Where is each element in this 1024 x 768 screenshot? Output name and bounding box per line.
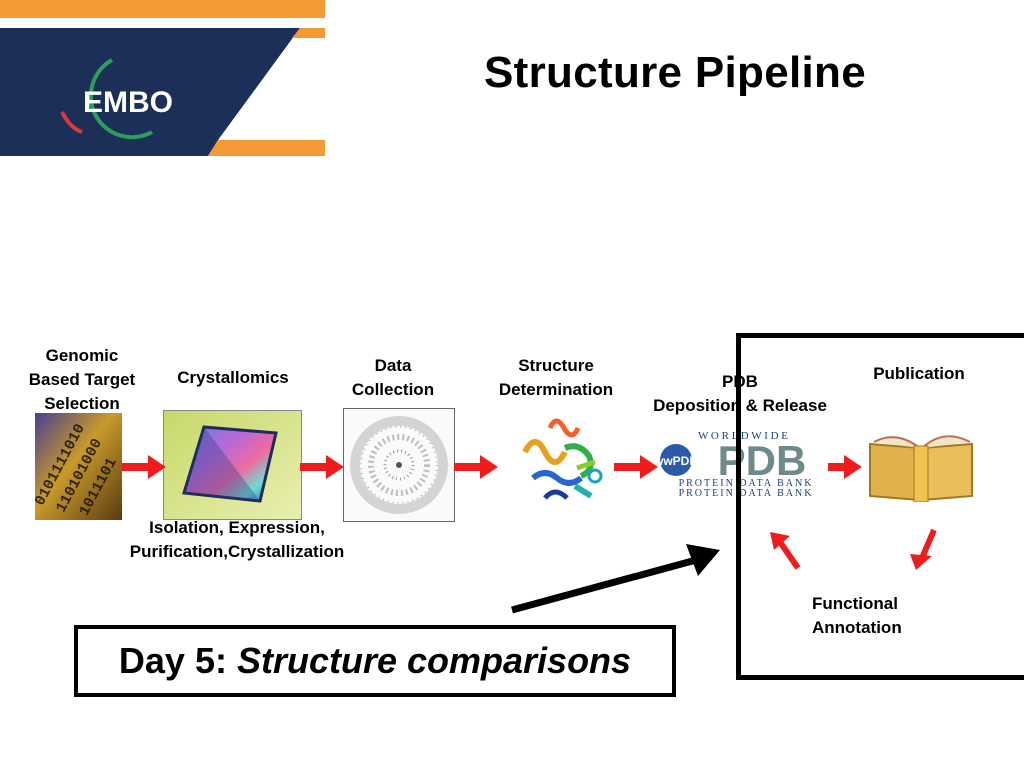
logo-navy-bottom xyxy=(0,140,218,156)
protein-structure-image xyxy=(505,408,615,518)
day5-prefix: Day 5: xyxy=(118,640,237,681)
step-label-structure-determination: Structure Determination xyxy=(498,356,614,399)
svg-text:PROTEIN DATA BANK: PROTEIN DATA BANK xyxy=(679,488,814,498)
cycle-arrow-up xyxy=(770,532,801,570)
logo-ring-red-arc xyxy=(60,111,83,134)
flow-arrow-2 xyxy=(300,455,344,479)
flow-arrow-4 xyxy=(614,455,658,479)
crystal-image xyxy=(163,410,302,520)
flow-arrow-1 xyxy=(122,455,166,479)
svg-text:W O R L D W I D E: W O R L D W I D E xyxy=(698,430,788,442)
embo-logo: EMBO xyxy=(0,0,325,156)
step-label-publication: Publication xyxy=(873,364,965,383)
flow-arrow-5 xyxy=(828,455,862,479)
logo-ring-arc xyxy=(88,58,153,140)
logo-text: EMBO xyxy=(83,86,173,119)
functional-annotation-label: Functional Annotation xyxy=(812,594,902,637)
step-label-crystallomics: Crystallomics xyxy=(177,368,289,387)
cycle-arrow-down xyxy=(910,528,937,570)
wwpdb-logo: W O R L D W I D E wwPDB PDB PROTEIN DATA… xyxy=(653,428,832,499)
svg-text:PDB: PDB xyxy=(718,437,807,484)
book-image xyxy=(866,424,976,503)
genome-data-image: 0101111010 110101000 1011101 xyxy=(35,413,122,520)
logo-orange-notch xyxy=(292,28,325,38)
step-label-data-collection: Data Collection xyxy=(351,356,435,399)
logo-orange-top-stripe xyxy=(0,0,325,18)
svg-text:wwPDB: wwPDB xyxy=(654,454,698,468)
callout-arrow xyxy=(511,544,720,614)
day5-topic: Structure comparisons xyxy=(236,640,632,681)
publication-cycle-frame xyxy=(736,333,1024,680)
logo-orange-bottom-stripe xyxy=(208,140,325,156)
logo-navy-panel xyxy=(0,28,300,140)
day5-callout: Day 5: Structure comparisons xyxy=(74,625,676,697)
flow-arrow-3 xyxy=(454,455,498,479)
step-label-genomic-target: Genomic Based Target Selection xyxy=(28,346,136,413)
svg-text:PROTEIN DATA BANK: PROTEIN DATA BANK xyxy=(679,478,814,489)
diffraction-pattern-image xyxy=(343,408,455,522)
page-title: Structure Pipeline xyxy=(484,48,866,97)
crystallomics-process-note: Isolation, Expression, Purification,Crys… xyxy=(129,518,345,561)
